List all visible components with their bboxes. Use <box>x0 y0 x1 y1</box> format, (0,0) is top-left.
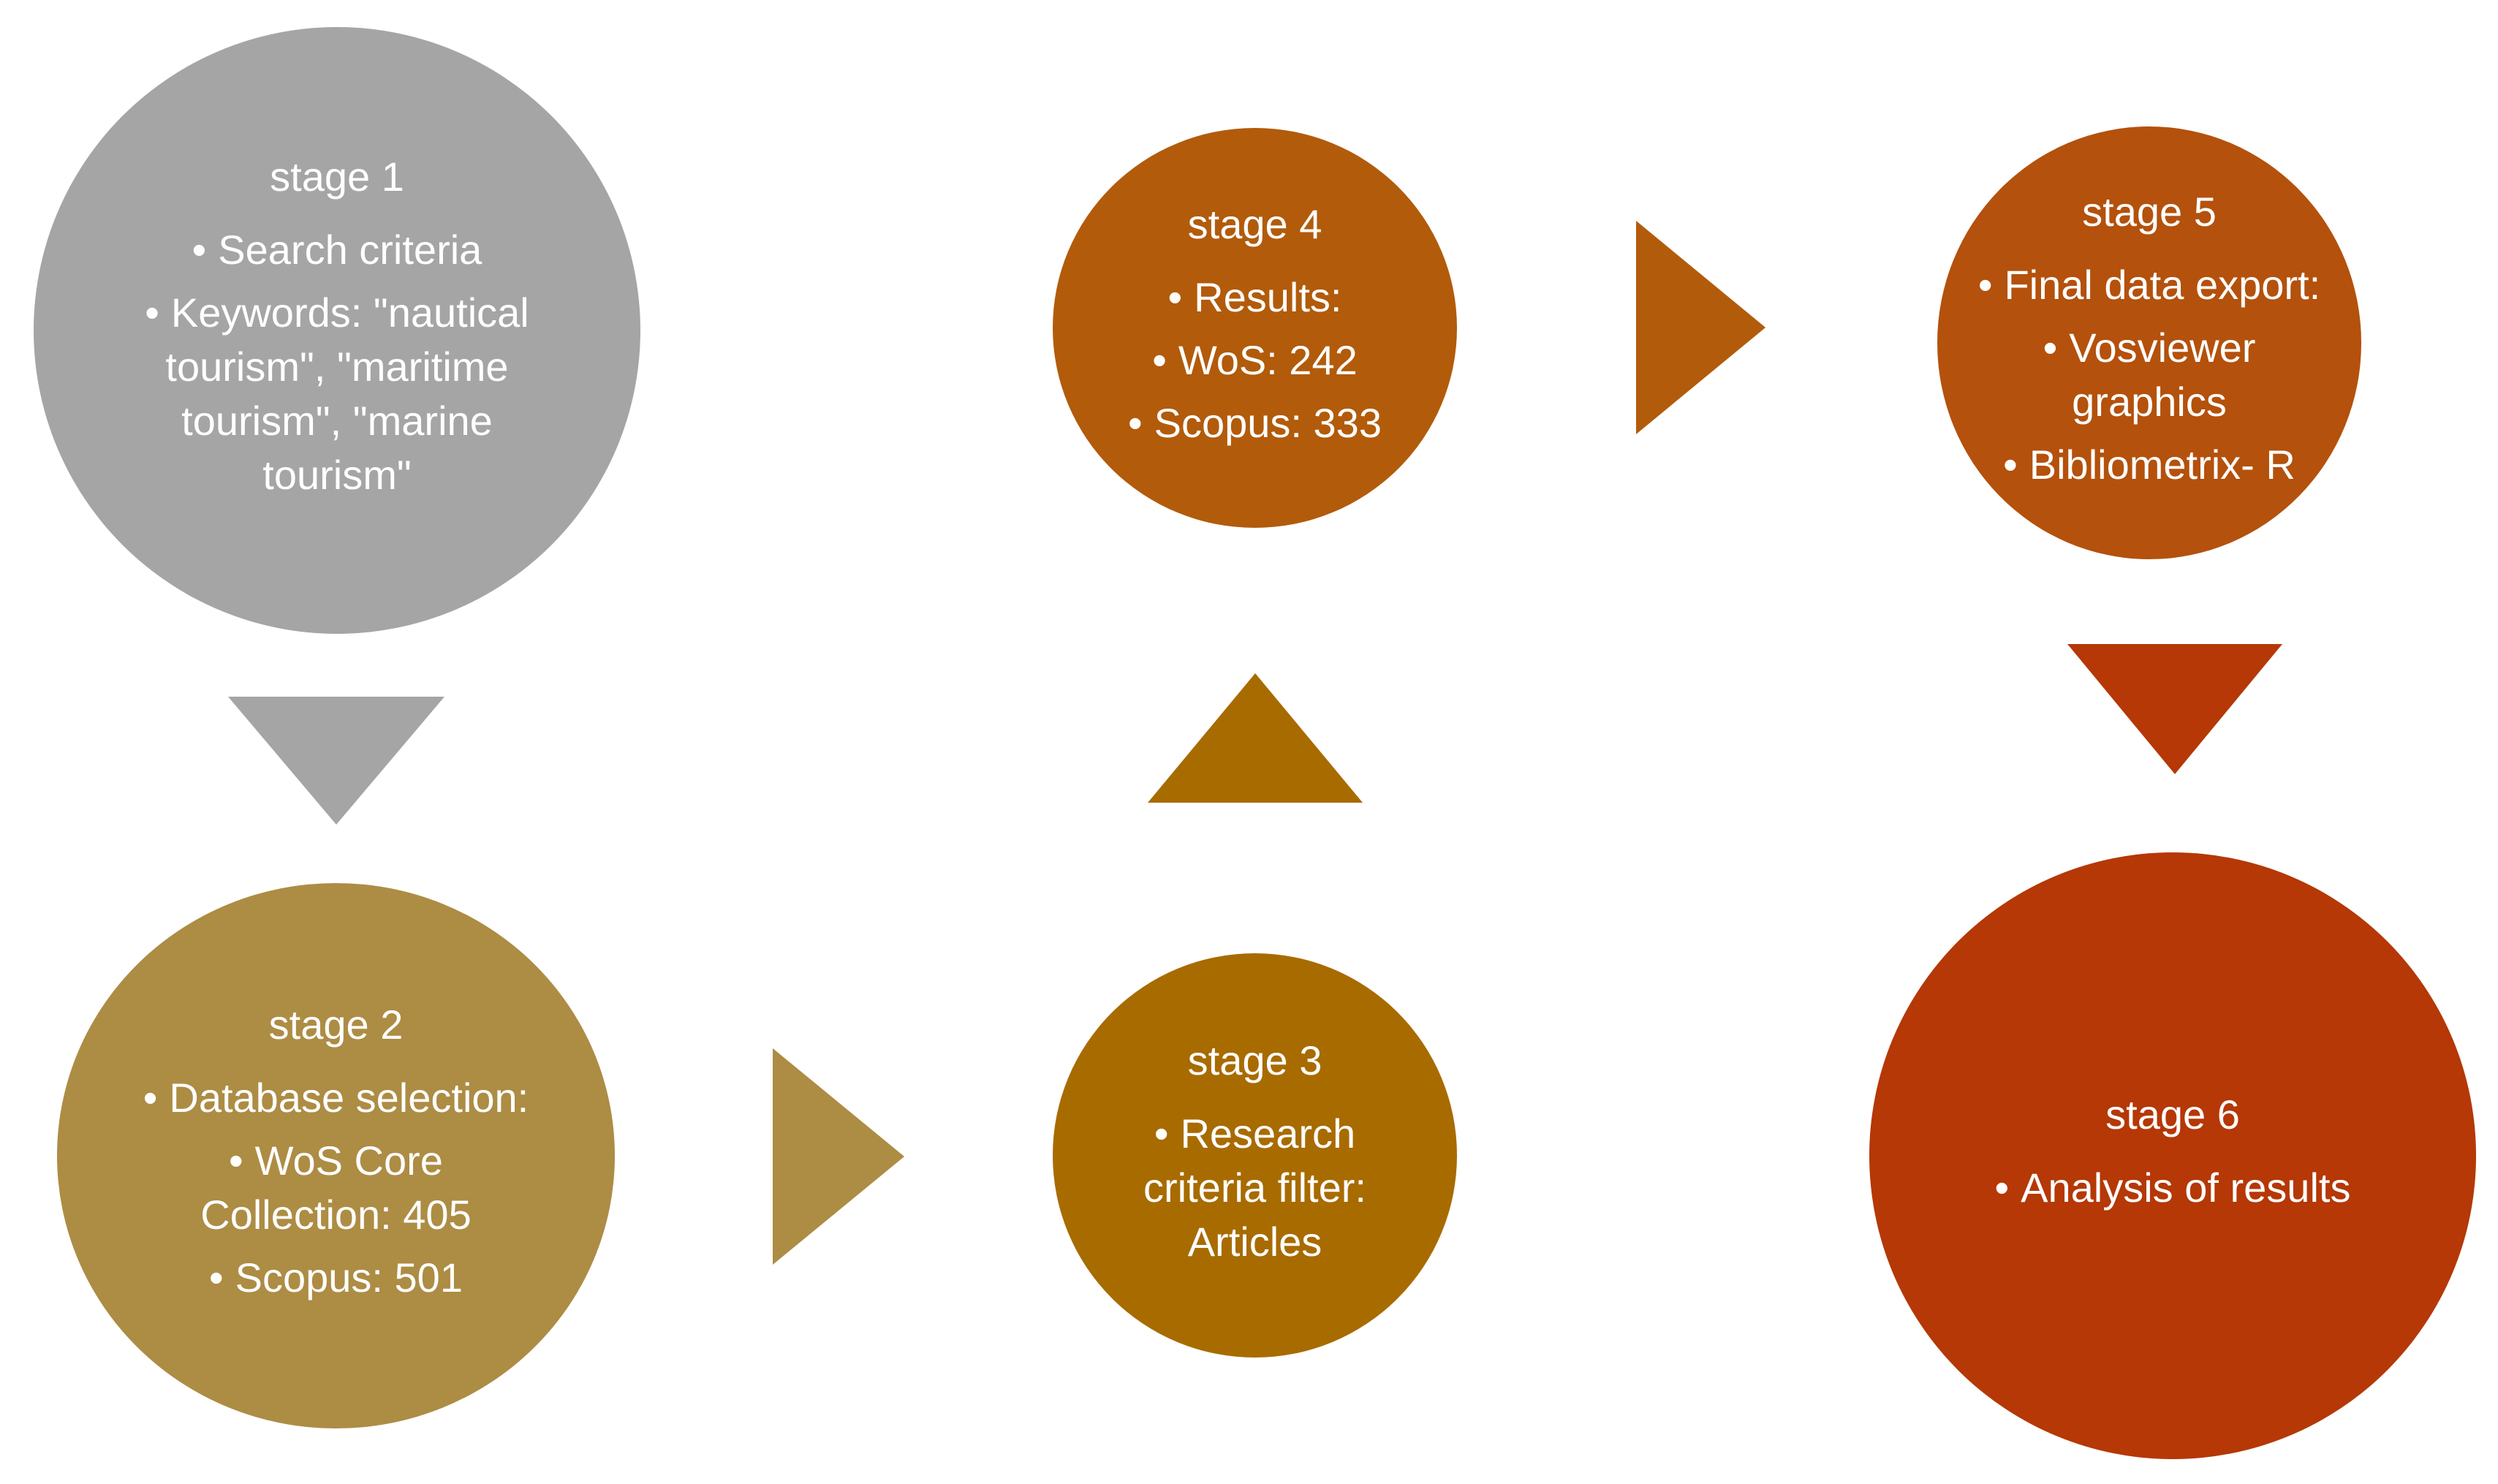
bullet-icon: • <box>1128 399 1143 446</box>
stage-5-item-3: •Bibliometrix- R <box>2003 442 2295 488</box>
stage-3-items: •Research criteria filter: Articles <box>1119 1107 1391 1278</box>
bullet-icon: • <box>1994 1165 2010 1211</box>
stage-2-item-1: •Database selection: <box>143 1075 529 1121</box>
bullet-icon: • <box>1977 262 1993 308</box>
stage-2-title: stage 2 <box>268 1002 404 1048</box>
stage-5-item-2: •Vosviewer graphics <box>2043 325 2256 425</box>
arrow-up-icon <box>1148 673 1363 803</box>
stage-2-item-3: •Scopus: 501 <box>209 1254 463 1301</box>
stage-4-items: •Results: •WoS: 242 •Scopus: 333 <box>1128 270 1382 459</box>
stage-2-items: •Database selection: •WoS Core Collectio… <box>137 1071 534 1314</box>
bullet-icon: • <box>1154 1110 1169 1156</box>
stage-4-circle: stage 4 •Results: •WoS: 242 •Scopus: 333 <box>1053 128 1457 528</box>
arrow-down-icon <box>228 697 444 825</box>
stage-2-circle: stage 2 •Database selection: •WoS Core C… <box>57 883 615 1428</box>
stage-3-item-1: •Research criteria filter: Articles <box>1143 1110 1366 1265</box>
stage-6-item-1: •Analysis of results <box>1994 1165 2351 1211</box>
stage-6-title: stage 6 <box>2105 1091 2240 1137</box>
bullet-icon: • <box>2003 442 2018 488</box>
arrow-right-icon <box>1636 221 1765 434</box>
stage-3-title: stage 3 <box>1187 1037 1322 1083</box>
stage-5-title: stage 5 <box>2082 189 2217 235</box>
stage-1-item-1: •Search criteria <box>192 227 482 273</box>
bullet-icon: • <box>2043 325 2058 371</box>
stage-5-items: •Final data export: •Vosviewer graphics … <box>1967 258 2332 501</box>
stage-1-items: •Search criteria •Keywords: "nautical to… <box>114 223 560 511</box>
arrow-right-icon <box>773 1048 904 1265</box>
stage-1-circle: stage 1 •Search criteria •Keywords: "nau… <box>34 27 640 634</box>
stage-4-title: stage 4 <box>1187 200 1322 247</box>
stage-3-circle: stage 3 •Research criteria filter: Artic… <box>1053 953 1457 1358</box>
stage-1-title: stage 1 <box>270 154 404 200</box>
bullet-icon: • <box>1167 273 1183 320</box>
bullet-icon: • <box>229 1137 243 1184</box>
bullet-icon: • <box>145 289 159 336</box>
bullet-icon: • <box>143 1075 158 1121</box>
bullet-icon: • <box>192 227 207 273</box>
stage-1-item-2: •Keywords: "nautical tourism", "maritime… <box>145 289 529 498</box>
stage-5-circle: stage 5 •Final data export: •Vosviewer g… <box>1937 126 2361 559</box>
bullet-icon: • <box>209 1254 224 1301</box>
arrow-down-icon <box>2067 644 2282 774</box>
bullet-icon: • <box>1152 336 1167 383</box>
stage-5-item-1: •Final data export: <box>1977 262 2321 308</box>
stage-6-circle: stage 6 •Analysis of results <box>1869 852 2476 1459</box>
stage-4-item-1: •Results: <box>1167 273 1342 320</box>
stage-6-items: •Analysis of results <box>1995 1161 2351 1224</box>
stage-4-item-2: •WoS: 242 <box>1152 336 1358 383</box>
stage-4-item-3: •Scopus: 333 <box>1128 399 1382 446</box>
stage-2-item-2: •WoS Core Collection: 405 <box>200 1137 472 1238</box>
